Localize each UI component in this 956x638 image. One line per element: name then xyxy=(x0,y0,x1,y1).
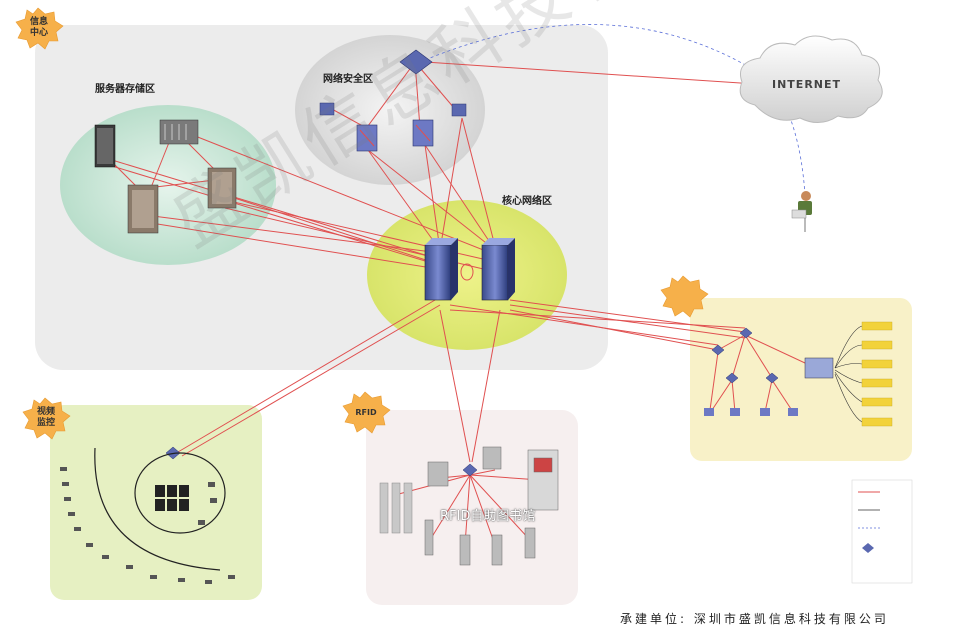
internet-label: INTERNET xyxy=(772,78,842,91)
badge-rfid: RFID xyxy=(349,407,383,418)
video-storage xyxy=(155,485,189,511)
office-service-boxes xyxy=(861,321,893,427)
service-links xyxy=(834,325,863,423)
badge-rfid-label: RFID xyxy=(355,408,377,417)
badge-video-label: 视频 监控 xyxy=(36,407,55,428)
security-zone xyxy=(295,35,485,185)
core-switch-right xyxy=(481,238,515,301)
security-router xyxy=(399,49,433,75)
sec-device-right xyxy=(451,103,467,117)
legend-box xyxy=(851,479,913,584)
footer-builder: 承建单位: 深圳市盛凯信息科技有限公司 xyxy=(620,612,889,626)
badge-video: 视频 监控 xyxy=(31,407,61,429)
rfid-gates xyxy=(379,482,413,534)
storage-zone-title: 服务器存储区 xyxy=(95,84,155,95)
rfid-library-title: RFID自助图书馆 xyxy=(440,509,536,524)
security-zone-title: 网络安全区 xyxy=(323,74,373,85)
badge-info-center-label: 信息 中心 xyxy=(29,17,48,38)
storage-cabinet xyxy=(159,119,199,145)
storage-server-large xyxy=(127,184,159,234)
vpn-link xyxy=(424,24,806,196)
core-interconnect xyxy=(460,263,474,281)
network-links xyxy=(109,61,821,546)
internet-cloud xyxy=(739,35,883,123)
office-server-group xyxy=(804,357,834,379)
core-zone-title: 核心网络区 xyxy=(502,196,552,207)
video-cameras xyxy=(60,467,235,584)
storage-server-right xyxy=(207,167,237,209)
rfid-kiosks xyxy=(424,446,559,566)
legend-lines xyxy=(858,491,880,553)
badge-info-center: 信息 中心 xyxy=(24,17,54,39)
badge-shapes xyxy=(15,7,709,440)
office-zone xyxy=(690,298,912,461)
firewall-right xyxy=(412,119,434,147)
remote-worker xyxy=(791,191,812,232)
rfid-switch xyxy=(462,463,478,477)
core-switch-left xyxy=(424,238,458,301)
video-rings xyxy=(94,447,226,571)
storage-rack-1 xyxy=(94,124,116,168)
office-switches xyxy=(711,327,779,384)
office-users xyxy=(704,408,798,416)
core-zone xyxy=(367,200,567,350)
sec-device-left xyxy=(319,102,335,116)
firewall-left xyxy=(356,124,378,152)
